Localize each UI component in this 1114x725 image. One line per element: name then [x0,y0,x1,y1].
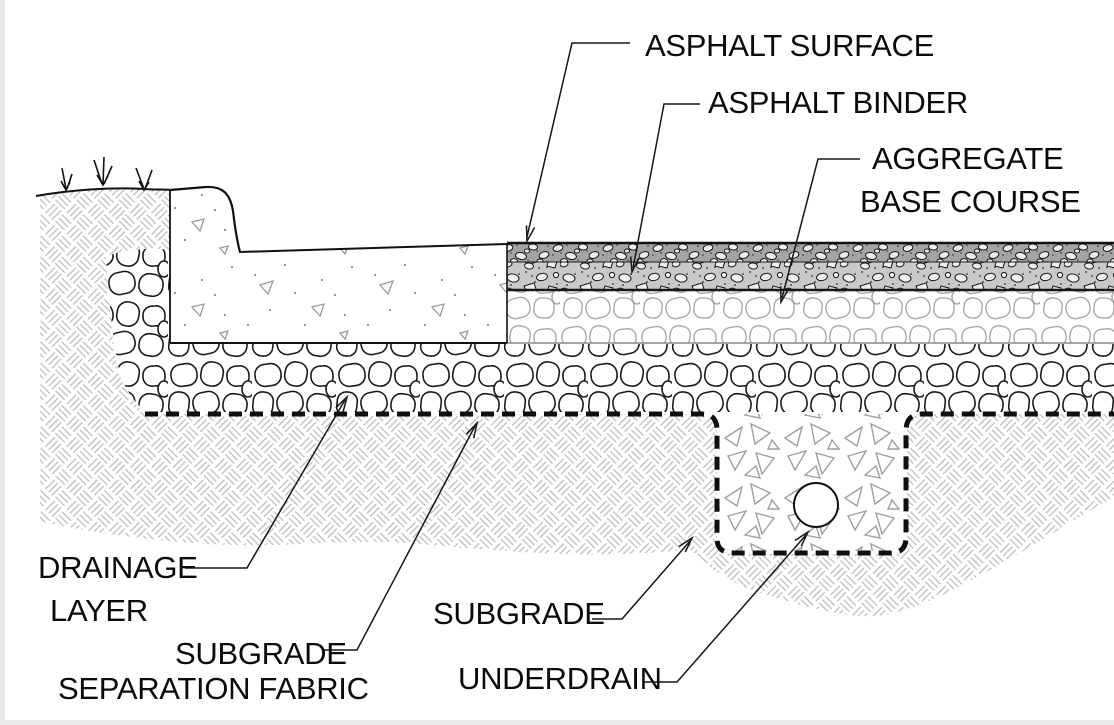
subgrade-region [40,187,1114,617]
label-separation-fabric-line2: SEPARATION FABRIC [58,671,369,706]
grass-symbols [60,156,153,192]
label-separation-fabric-line1: SUBGRADE [175,636,347,671]
leader-asphalt-binder [629,103,700,275]
asphalt-surface-region [507,241,1114,263]
leader-aggregate-base [779,158,860,305]
label-underdrain: UNDERDRAIN [458,661,662,696]
asphalt-binder-region [507,262,1114,292]
page-edge-left [0,0,5,725]
label-drainage-layer-line1: DRAINAGE [38,550,198,585]
ground-line [35,187,171,197]
label-aggregate-base-line2: BASE COURSE [860,184,1081,219]
label-subgrade: SUBGRADE [433,596,605,631]
page-edge-bottom [0,720,1114,725]
label-asphalt-binder: ASPHALT BINDER [708,85,968,120]
label-drainage-layer-line2: LAYER [50,593,148,628]
aggregate-base-region [507,291,1114,344]
curb-gutter-region [168,185,508,344]
separation-fabric-line [145,411,1114,556]
drainage-layer-region [106,248,1114,412]
leader-drainage-layer [185,394,349,569]
leader-lines [185,42,860,683]
underdrain-pipe [793,482,839,528]
leader-subgrade [592,535,694,620]
label-aggregate-base-line1: AGGREGATE [872,141,1064,176]
leader-separation-fabric [322,420,479,651]
label-asphalt-surface: ASPHALT SURFACE [645,28,934,63]
leader-asphalt-surface [525,42,630,244]
leader-underdrain [643,529,810,683]
